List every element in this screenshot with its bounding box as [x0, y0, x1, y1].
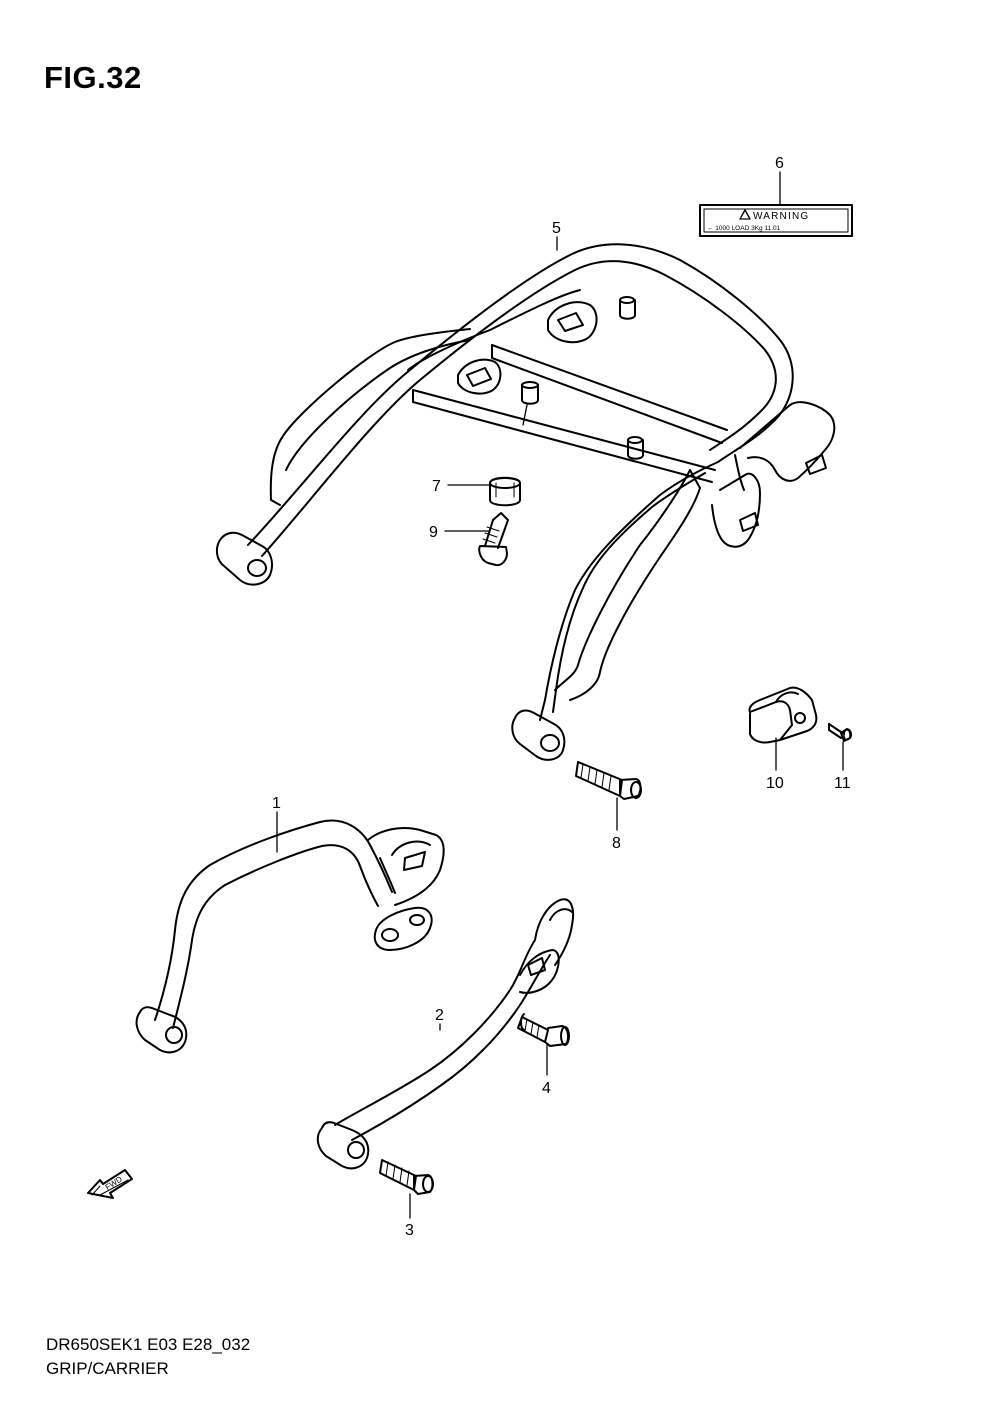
grip-right: [316, 898, 575, 1170]
leader-lines: [276, 171, 844, 1219]
callout-8: 8: [612, 835, 621, 852]
screw-11: [828, 723, 852, 742]
callout-2: 2: [435, 1007, 444, 1024]
forward-direction-arrow: FWD: [87, 1169, 133, 1199]
callout-6: 6: [775, 155, 784, 172]
bolt-8: [575, 761, 642, 800]
warning-label: WARNING ← 1000 LOAD 3Kg 11.01: [699, 204, 853, 237]
callout-5: 5: [552, 220, 561, 237]
warning-label-heading: WARNING: [753, 211, 809, 222]
callout-1: 1: [272, 795, 281, 812]
cushion-rubber: [489, 476, 521, 507]
model-code: DR650SEK1 E03 E28_032: [46, 1335, 251, 1354]
bolt-9: [478, 512, 509, 567]
callout-9: 9: [429, 524, 438, 541]
bolt-4: [517, 1013, 570, 1047]
callout-7: 7: [432, 478, 441, 495]
rear-carrier: [215, 243, 836, 761]
bolt-3: [379, 1159, 434, 1195]
callout-11: 11: [834, 775, 851, 792]
grip-left: [135, 819, 445, 1054]
callout-10: 10: [766, 775, 784, 792]
figure-title: FIG.32: [44, 60, 142, 95]
callout-numbers: 6 5 7 9 8 10 11 1 2 4 3: [272, 155, 851, 1239]
callout-3: 3: [405, 1222, 414, 1239]
warning-label-fine-print: ← 1000 LOAD 3Kg 11.01: [707, 225, 781, 232]
callout-4: 4: [542, 1080, 551, 1097]
clamp-10: [748, 686, 818, 744]
section-name: GRIP/CARRIER: [46, 1359, 169, 1378]
